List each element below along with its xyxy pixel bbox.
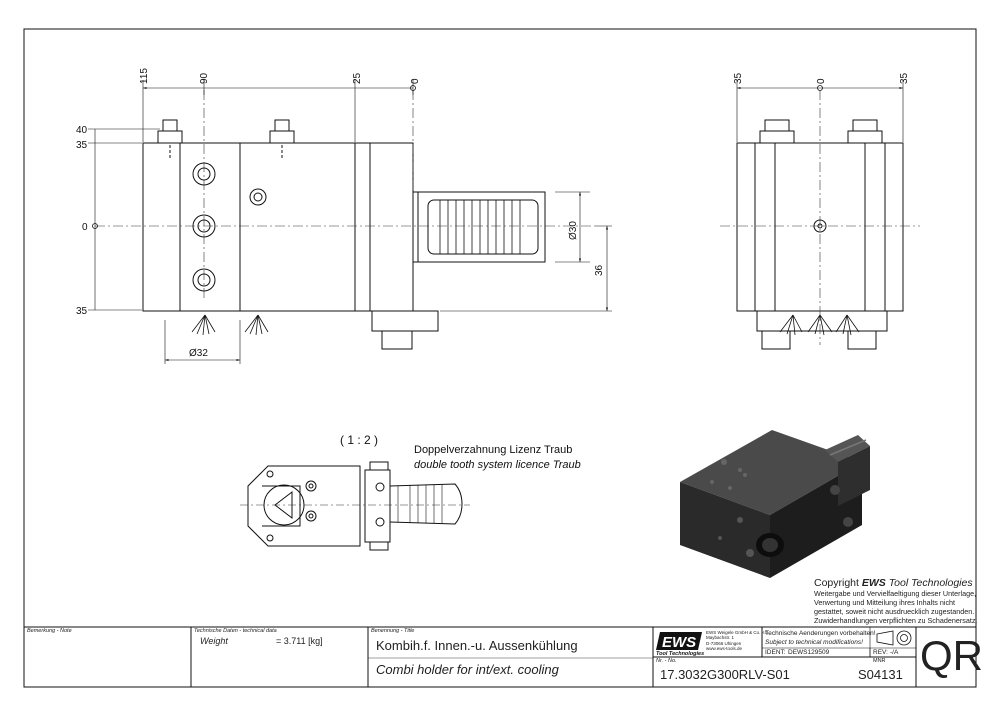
copyright-heading: Copyright EWS Tool Technologies	[814, 577, 973, 589]
remark-label: Bemerkung - Note	[27, 628, 72, 634]
mnr-label: MNR	[873, 658, 886, 664]
dim-115: 115	[139, 68, 150, 84]
rev-label: REV:	[873, 649, 888, 656]
dim-35-side-right: 35	[899, 72, 910, 84]
dim-dia30: Ø30	[568, 221, 579, 240]
dim-0-side: 0	[816, 78, 827, 84]
3d-render	[680, 430, 870, 578]
title-label: Benennung - Title	[371, 628, 415, 634]
number-label: Nr. - No.	[656, 658, 677, 664]
mnr-value: S04131	[858, 667, 903, 682]
part-number: 17.3032G300RLV-S01	[660, 667, 790, 682]
front-dimension-lines	[88, 80, 612, 364]
copyright-block: Copyright EWS Tool Technologies Weiterga…	[814, 577, 978, 625]
copyright-line-3: gestattet, soweit nicht ausdruecklich zu…	[814, 607, 975, 616]
weight-value: = 3.711 [kg]	[276, 636, 323, 646]
dim-36: 36	[594, 264, 605, 276]
change-note-en: Subject to technical modifications!	[765, 639, 863, 646]
detail-scale: ( 1 : 2 )	[340, 433, 378, 447]
change-note-de: Technische Aenderungen vorbehalten!	[765, 630, 876, 637]
front-centerlines	[95, 90, 595, 300]
company-address: EWS Weigele GmbH & Co. KG Maybachstr. 1 …	[706, 630, 769, 651]
front-dimension-texts: 115 90 25 0 40 35 0 35 Ø30 36 Ø32	[76, 68, 605, 359]
ident-label: IDENT:	[765, 649, 786, 656]
title-english: Combi holder for int/ext. cooling	[376, 662, 559, 677]
ews-logo: EWS Tool Technologies	[656, 632, 704, 657]
copyright-line-1: Weitergabe und Vervielfaeltigung dieser …	[814, 589, 977, 598]
side-dimension-lines	[736, 80, 904, 142]
front-view	[142, 119, 546, 350]
tech-data-label: Technische Daten - technical data	[194, 628, 277, 634]
logo-text: EWS	[662, 634, 696, 651]
detail-note-en: double tooth system licence Traub	[414, 459, 581, 471]
projection-symbol-icon	[876, 630, 912, 646]
side-view	[736, 119, 904, 350]
dim-0-top: 0	[410, 78, 421, 84]
dim-35-side-left: 35	[733, 72, 744, 84]
copyright-line-4: Zuwiderhandlungen verpflichten zu Schade…	[814, 616, 978, 625]
copyright-line-2: Verwertung und Mitteilung ihres Inhalts …	[814, 598, 956, 607]
title-german: Kombih.f. Innen.-u. Aussenkühlung	[376, 638, 578, 653]
dim-35-lower: 35	[76, 306, 88, 317]
detail-view	[247, 461, 463, 551]
sheet-frame	[23, 28, 977, 688]
rev-value: -/A	[890, 649, 899, 656]
dim-40: 40	[76, 125, 88, 136]
dim-90: 90	[199, 72, 210, 84]
ident-value: DEWS129509	[788, 649, 830, 656]
dim-25: 25	[352, 72, 363, 84]
dim-0-left: 0	[82, 222, 88, 233]
dim-dia32: Ø32	[189, 348, 208, 359]
weight-label: Weight	[200, 636, 228, 646]
detail-note-de: Doppelverzahnung Lizenz Traub	[414, 444, 572, 456]
dim-35-upper: 35	[76, 140, 88, 151]
logo-subtitle: Tool Technologies	[656, 651, 704, 657]
qr-label: QR	[920, 632, 983, 679]
title-block-frame	[24, 626, 976, 687]
